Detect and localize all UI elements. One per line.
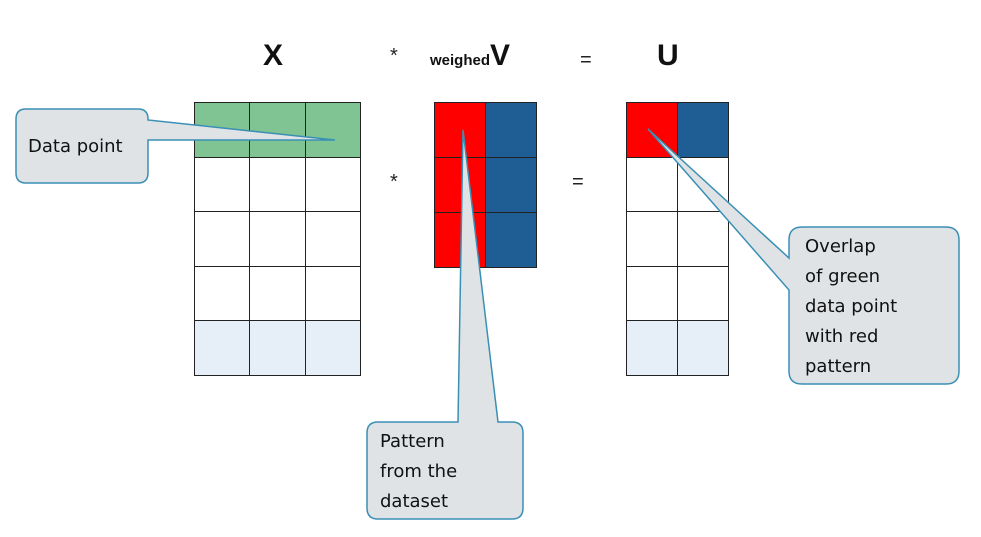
overlap-callout-shape (647, 128, 960, 385)
x-matrix-cell (249, 265, 306, 322)
v-matrix-cell (485, 102, 537, 158)
pattern-callout-text: Pattern from the dataset (380, 431, 458, 512)
u-matrix-cell (677, 320, 729, 376)
equals-operator-header: = (580, 49, 592, 71)
pattern-callout-shape (366, 129, 524, 520)
u-matrix-cell (677, 102, 729, 158)
data-point-callout-shape (15, 108, 336, 184)
overlap-callout-text: Overlap of green data point with red pat… (805, 236, 898, 377)
data-point-callout-text: Data point (28, 136, 123, 157)
x-matrix-label: X (263, 39, 284, 72)
v-matrix-cell (485, 212, 537, 268)
x-matrix-cell (304, 265, 361, 322)
u-matrix-cell (677, 265, 729, 322)
x-matrix-cell (194, 320, 251, 376)
u-matrix-cell (677, 211, 729, 267)
u-matrix-cell (626, 156, 678, 213)
u-matrix-cell (626, 211, 678, 267)
x-matrix-cell (249, 102, 306, 158)
multiply-operator: * (390, 171, 398, 193)
v-matrix-label: V (490, 39, 511, 72)
equals-operator: = (572, 171, 584, 193)
x-matrix (194, 102, 361, 376)
x-matrix-cell (304, 320, 361, 376)
v-matrix-label-group: weighed V (430, 41, 510, 71)
x-matrix-cell (249, 211, 306, 267)
u-matrix-cell (626, 320, 678, 376)
u-matrix-label: U (657, 39, 679, 72)
weighed-v-matrix (434, 102, 537, 268)
x-matrix-cell (304, 102, 361, 158)
v-matrix-cell (434, 157, 486, 213)
multiply-operator-header: * (390, 45, 398, 67)
x-matrix-cell (304, 211, 361, 267)
x-matrix-cell (249, 320, 306, 376)
weighed-prefix: weighed (430, 52, 491, 69)
u-matrix (626, 102, 729, 376)
